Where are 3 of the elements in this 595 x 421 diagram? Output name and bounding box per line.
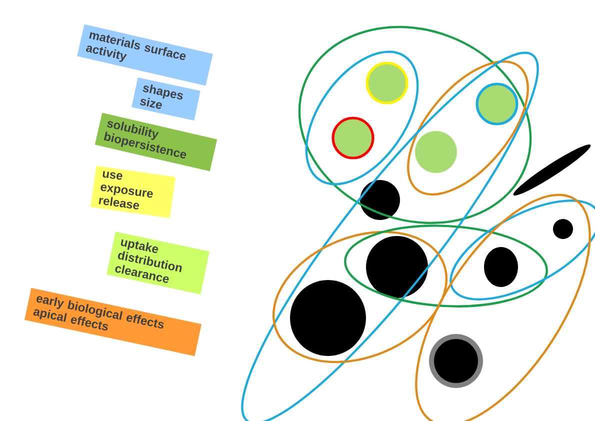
label-box: shapes size [132, 78, 200, 120]
label-box: use exposure release [90, 166, 176, 218]
label-box: early biological effects apical effects [24, 288, 202, 356]
